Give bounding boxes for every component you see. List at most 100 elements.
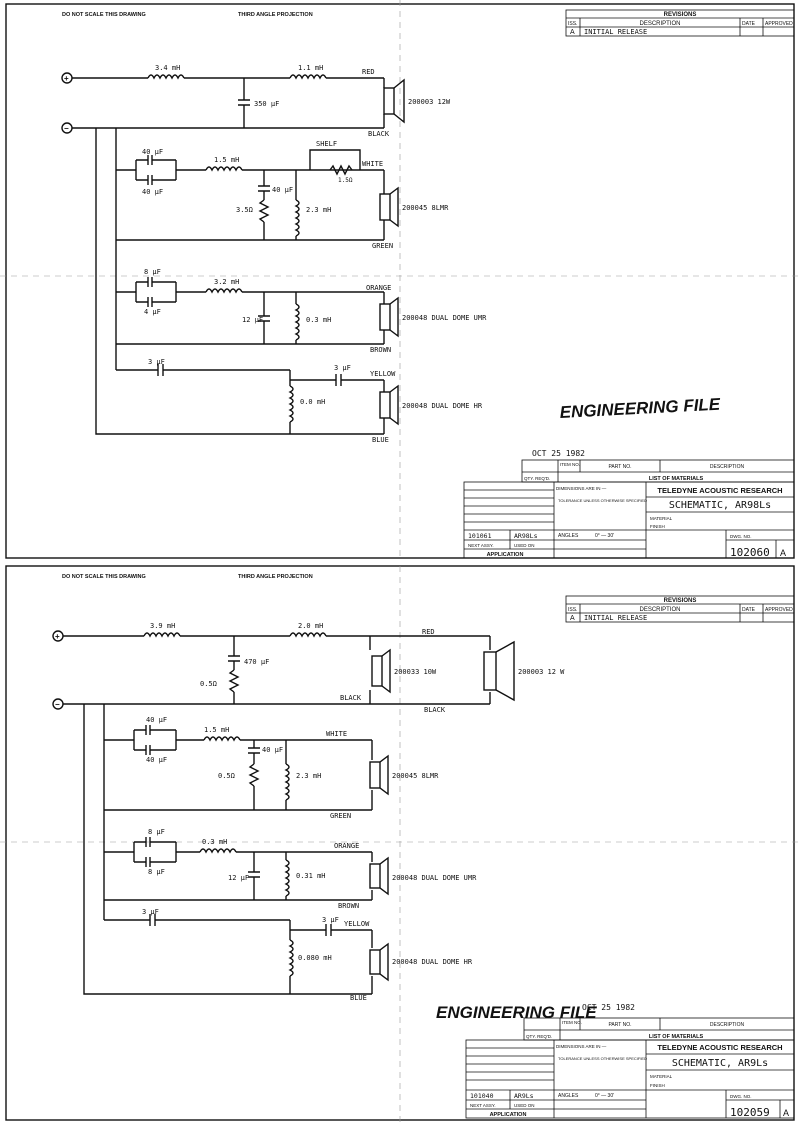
inductor-l7 xyxy=(289,939,294,977)
mr-driver-label: 200045 8LMR xyxy=(392,772,439,780)
l6-label: 0.3 mH xyxy=(306,316,331,324)
tb-tolerance: TOLERANCE UNLESS OTHERWISE SPECIFIED xyxy=(558,1056,647,1061)
inductor-l1 xyxy=(147,74,185,79)
wire-yellow-label: YELLOW xyxy=(370,370,396,378)
plus-label: + xyxy=(64,74,69,83)
c6-label: 3 µF xyxy=(148,358,165,366)
rev-col-date: DATE xyxy=(742,607,756,613)
wire-black2-label: BLACK xyxy=(424,706,446,714)
resistor-r2 xyxy=(249,763,259,787)
l1-label: 3.4 mH xyxy=(155,64,180,72)
rev-iss-value: A xyxy=(570,29,575,36)
hf2-driver-label: 200003 12 W xyxy=(518,668,565,676)
inductor-l5 xyxy=(205,288,243,293)
c5-label: 12 µF xyxy=(242,316,263,324)
l6-label: 0.31 mH xyxy=(296,872,326,880)
wire-orange-label: ORANGE xyxy=(334,842,359,850)
sheet-1: DO NOT SCALE THIS DRAWING THIRD ANGLE PR… xyxy=(0,0,800,560)
tb-angles: ANGLES xyxy=(558,533,579,539)
rev-col-approved: APPROVED xyxy=(765,21,793,27)
inductor-l3 xyxy=(203,736,241,741)
wire-red-label: RED xyxy=(362,68,375,76)
speaker-umr xyxy=(379,292,399,344)
tb-application: APPLICATION xyxy=(490,1112,527,1118)
wire-white-label: WHITE xyxy=(362,160,383,168)
wire-green-label: GREEN xyxy=(372,242,393,250)
minus-label: − xyxy=(64,124,69,133)
l1-label: 3.9 mH xyxy=(150,622,175,630)
speaker-hf xyxy=(383,78,405,128)
wire-blue-label: BLUE xyxy=(372,436,389,444)
tb-list-of-materials: LIST OF MATERIALS xyxy=(649,1034,704,1040)
resistor-r2 xyxy=(259,199,269,223)
c4b-label: 8 µF xyxy=(148,868,165,876)
hr-driver-label: 200048 DUAL DOME HR xyxy=(392,958,473,966)
l3-label: 1.5 mH xyxy=(204,726,229,734)
wire-brown-label: BROWN xyxy=(370,346,391,354)
tb-material: MATERIAL xyxy=(650,1074,673,1079)
tb-iss: A xyxy=(783,1108,789,1118)
revisions-block: REVISIONS ISS. DESCRIPTION DATE APPROVED… xyxy=(565,9,795,37)
speaker-hr xyxy=(379,380,399,434)
rev-desc-value: INITIAL RELEASE xyxy=(584,614,647,622)
tb-assy-value: 101040 xyxy=(470,1092,494,1100)
tb-part-no: PART NO. xyxy=(608,1022,631,1028)
c2b-label: 40 µF xyxy=(146,756,167,764)
tb-title: SCHEMATIC, AR98Ls xyxy=(669,500,771,511)
tb-angles: ANGLES xyxy=(558,1093,579,1099)
c4a-label: 8 µF xyxy=(148,828,165,836)
tb-used-on: USED ON xyxy=(514,543,535,548)
l5-label: 3.2 mH xyxy=(214,278,239,286)
speaker-hf1 xyxy=(369,636,391,704)
inductor-l4 xyxy=(285,763,290,801)
tb-dwg-no-label: DWG. NO. xyxy=(730,534,752,539)
rev-col-approved: APPROVED xyxy=(765,607,793,613)
speaker-hr xyxy=(369,930,389,994)
tb-application: APPLICATION xyxy=(487,552,524,558)
header-no-scale: DO NOT SCALE THIS DRAWING xyxy=(62,12,146,18)
l2-label: 1.1 mH xyxy=(298,64,323,72)
rev-desc-value: INITIAL RELEASE xyxy=(584,28,647,36)
tb-dwg-no: 102060 xyxy=(730,546,770,559)
tb-angles-value: 0° — 30' xyxy=(595,1093,614,1099)
tb-iss: A xyxy=(780,548,786,558)
tb-dwg-no: 102059 xyxy=(730,1106,770,1119)
r1-label: 0.5Ω xyxy=(200,680,217,688)
tb-material: MATERIAL xyxy=(650,516,673,521)
revisions-title: REVISIONS xyxy=(664,598,697,604)
hf1-driver-label: 200033 10W xyxy=(394,668,437,676)
c2b-label: 40 µF xyxy=(142,188,163,196)
r2-label: 0.5Ω xyxy=(218,772,235,780)
tb-company: TELEDYNE ACOUSTIC RESEARCH xyxy=(657,486,782,495)
wire-black-label: BLACK xyxy=(340,694,362,702)
l4-label: 2.3 mH xyxy=(296,772,321,780)
tb-list-of-materials: LIST OF MATERIALS xyxy=(649,476,704,482)
wire-green-label: GREEN xyxy=(330,812,351,820)
tb-part-no: PART NO. xyxy=(608,464,631,470)
l2-label: 2.0 mH xyxy=(298,622,323,630)
tb-used-value: AR9Ls xyxy=(514,1092,534,1100)
inductor-l7 xyxy=(289,385,294,423)
inductor-l5 xyxy=(199,848,237,853)
minus-label: − xyxy=(55,700,60,709)
l3-label: 1.5 mH xyxy=(214,156,239,164)
date-stamp: OCT 25 1982 xyxy=(582,1003,635,1012)
tb-title: SCHEMATIC, AR9Ls xyxy=(672,1058,768,1069)
c6-label: 3 µF xyxy=(142,908,159,916)
c4a-label: 8 µF xyxy=(144,268,161,276)
tb-next-assy: NEXT ASSY. xyxy=(470,1103,496,1108)
rev-col-iss: ISS. xyxy=(568,21,577,27)
engineering-file-stamp: ENGINEERING FILE xyxy=(436,1003,597,1022)
wire-brown-label: BROWN xyxy=(338,902,359,910)
l7-label: 0.080 mH xyxy=(298,954,332,962)
tb-item-no: ITEM NO. xyxy=(562,1020,582,1025)
revisions-block: REVISIONS ISS. DESCRIPTION DATE APPROVED… xyxy=(565,595,795,623)
tb-finish: FINISH xyxy=(650,1083,665,1088)
c1-label: 470 µF xyxy=(244,658,269,666)
hr-driver-label: 200048 DUAL DOME HR xyxy=(402,402,483,410)
tb-description: DESCRIPTION xyxy=(710,1022,745,1028)
wire-red-label: RED xyxy=(422,628,435,636)
tb-company: TELEDYNE ACOUSTIC RESEARCH xyxy=(657,1043,782,1052)
wire-blue-label: BLUE xyxy=(350,994,367,1002)
inductor-l2 xyxy=(289,74,327,79)
